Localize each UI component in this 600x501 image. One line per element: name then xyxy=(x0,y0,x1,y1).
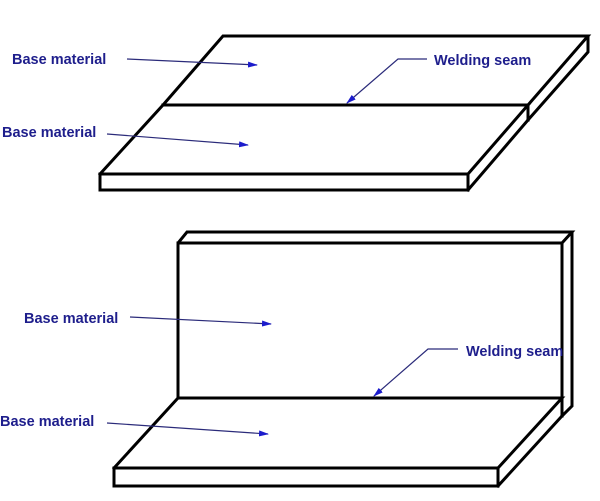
label-base-material-top: Base material xyxy=(12,52,106,68)
label-base-material-horizontal: Base material xyxy=(0,414,94,430)
leader-arrow-base-bottom xyxy=(106,133,249,148)
leader-arrow-base-top xyxy=(126,58,258,68)
label-welding-seam-t: Welding seam xyxy=(466,344,563,360)
label-base-material-vertical: Base material xyxy=(24,311,118,327)
leader-arrow-base-horizontal xyxy=(106,422,269,437)
t-joint-figure: Base material Base material Welding seam xyxy=(0,230,576,489)
base-plate-horizontal xyxy=(111,396,566,489)
leader-arrow-welding-seam-t xyxy=(373,348,458,397)
label-base-material-bottom: Base material xyxy=(2,125,96,141)
base-plate-vertical xyxy=(176,230,576,419)
butt-joint-figure: Base material Base material Welding seam xyxy=(2,34,592,193)
base-plate-back xyxy=(160,34,592,123)
base-plate-front xyxy=(97,103,532,193)
leader-arrow-base-vertical xyxy=(129,316,272,327)
leader-arrow-welding-seam xyxy=(346,58,427,104)
label-welding-seam: Welding seam xyxy=(434,53,531,69)
